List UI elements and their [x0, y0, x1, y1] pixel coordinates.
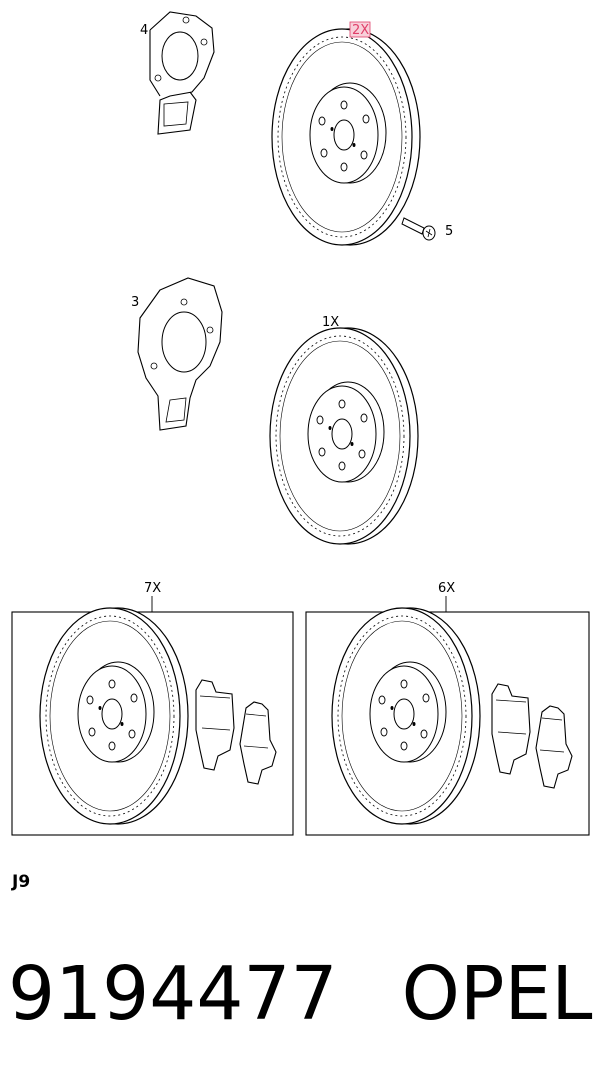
splash-shield-3 [137, 277, 223, 431]
callout-5: 5 [445, 224, 453, 239]
section-code: J9 [12, 872, 31, 892]
callout-3: 3 [131, 295, 139, 310]
callout-2x: 2X [352, 23, 369, 38]
callout-4: 4 [140, 23, 148, 38]
callout-7x: 7X [144, 581, 161, 596]
brake-disc-2x [271, 28, 421, 246]
callout-1x: 1X [322, 315, 339, 330]
callout-6x: 6X [438, 581, 455, 596]
part-number: 9194477 [8, 951, 338, 1037]
brand-name: OPEL [401, 951, 593, 1037]
brake-disc-1x [269, 327, 419, 545]
screw-5 [401, 217, 436, 241]
kit-box-6x [305, 596, 590, 836]
part-label: 9194477 OPEL [8, 944, 598, 1044]
kit-box-7x [11, 596, 294, 836]
splash-shield-4 [149, 11, 215, 135]
callout-2x-highlight [349, 21, 371, 38]
